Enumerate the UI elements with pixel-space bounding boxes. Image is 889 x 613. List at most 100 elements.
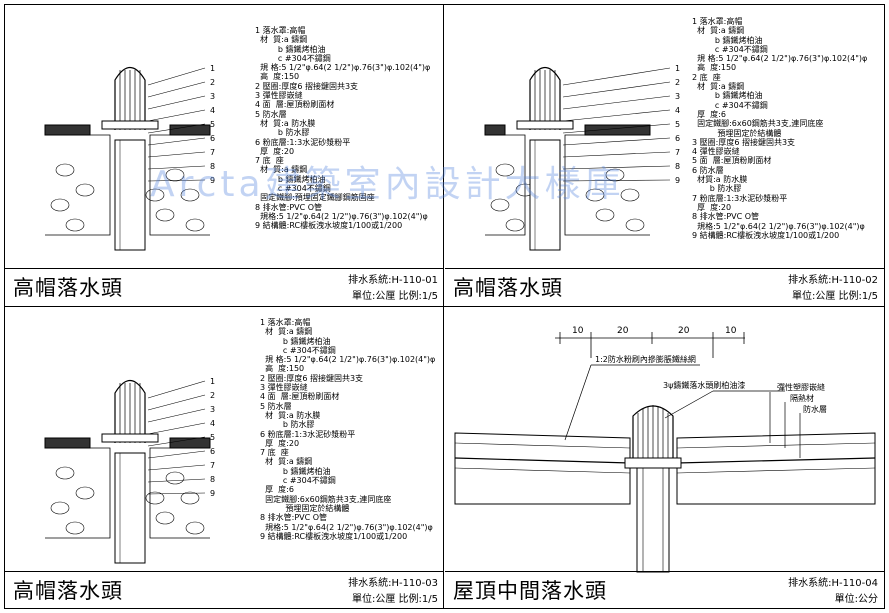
aggregate-stone xyxy=(50,198,70,212)
horizontal-divider xyxy=(4,306,885,307)
unit-scale: 單位:公分 xyxy=(834,594,878,605)
callout-number: 8 xyxy=(210,162,215,171)
note-line: 3 壓圈:厚度6 摺接鍵固共3支 xyxy=(692,137,796,147)
callout-leader xyxy=(147,422,206,435)
note-line: 4 面 層:屋頂粉刷面材 xyxy=(260,392,340,402)
title-block: 高帽落水頭 排水系統:H-110-02 單位:公厘 比例:1/5 xyxy=(445,268,884,305)
drain-flange xyxy=(101,120,159,130)
unit-scale: 單位:公厘 比例:1/5 xyxy=(351,291,438,302)
structure-slab xyxy=(45,134,111,236)
callout-number: 2 xyxy=(675,78,680,87)
drain-flange xyxy=(516,120,574,130)
callout-number: 5 xyxy=(210,433,215,442)
callout-number: 2 xyxy=(210,391,215,400)
drawing-code: 排水系統:H-110-02 xyxy=(788,275,878,286)
note-line: c #304不鏽鋼 xyxy=(255,53,331,63)
structure-slab xyxy=(149,134,210,236)
callout-leader xyxy=(147,380,206,399)
title-block: 屋頂中間落水頭 排水系統:H-110-04 單位:公分 xyxy=(445,571,884,608)
callout-leader xyxy=(147,151,206,158)
dim-label: 20 xyxy=(678,326,690,336)
note-line: 規 格:5 1/2"φ.64(2 1/2")φ.76(3")φ.102(4")φ xyxy=(255,63,431,73)
note-line: 材 質:a 鑄鋼 xyxy=(255,165,308,175)
callout-leader xyxy=(147,408,206,423)
callout-leader xyxy=(147,394,206,411)
note-line: b 防水膠 xyxy=(692,184,742,194)
note-line: 5 防水層 xyxy=(255,109,287,119)
note-line: 材質:a 防水膜 xyxy=(692,175,748,185)
note-line: c #304不鏽鋼 xyxy=(692,100,768,110)
aggregate-stone xyxy=(180,188,200,202)
callout-leader xyxy=(147,436,206,447)
note-line: b 鑄鐵烤柏油 xyxy=(692,35,763,45)
note-line: 預埋固定於結構體 xyxy=(692,128,782,138)
title-block: 高帽落水頭 排水系統:H-110-03 單位:公厘 比例:1/5 xyxy=(5,571,444,608)
notes-list: 1 落水罩:高帽 材 質:a 鑄鋼 b 鑄鐵烤柏油 c #304不鏽鋼 規 格:… xyxy=(692,17,867,240)
note-line: 厚 度:20 xyxy=(260,438,300,448)
callout-number: 7 xyxy=(675,148,680,157)
note-line: 7 粉底層:1:3水泥砂漿粉平 xyxy=(692,193,788,203)
aggregate-stone xyxy=(625,218,645,232)
drawing-title: 高帽落水頭 xyxy=(13,276,123,300)
callout-number: 3 xyxy=(675,92,680,101)
callout-leader xyxy=(562,109,671,122)
aggregate-stone xyxy=(185,521,205,535)
note-line: 3 彈性膠嵌縫 xyxy=(260,383,308,393)
aggregate-stone xyxy=(505,218,525,232)
note-line: 固定鐵腳:6x60鋼筋共3支,連同底座 xyxy=(260,494,392,504)
note-line: 材 質:a 防水膜 xyxy=(260,410,321,420)
note-line: 2 壓圈:厚度6 摺接鍵固共3支 xyxy=(260,373,364,383)
callout-leader xyxy=(147,137,206,146)
drain-pipe xyxy=(114,139,146,251)
callout-number: 6 xyxy=(675,134,680,143)
note-line: 8 排水管:PVC O管 xyxy=(255,202,323,212)
callout-number: 6 xyxy=(210,134,215,143)
structure-slab xyxy=(564,134,650,236)
callout-number: 1 xyxy=(675,64,680,73)
note-line: 高 度:150 xyxy=(260,364,305,374)
aggregate-stone xyxy=(185,218,205,232)
callout-number: 5 xyxy=(210,120,215,129)
note-line: 固定鐵腳:預埋固定鐵腳鋼筋固座 xyxy=(255,193,375,203)
callout-leader xyxy=(562,179,671,182)
callout-leader xyxy=(147,67,206,86)
drawing-title: 屋頂中間落水頭 xyxy=(453,579,607,603)
aggregate-stone xyxy=(595,208,615,222)
callout-number: 8 xyxy=(210,475,215,484)
leader-lines xyxy=(564,364,801,458)
callout-leader xyxy=(147,123,206,134)
note-line: b 防水膠 xyxy=(255,128,310,138)
note-line: b 鑄鐵烤柏油 xyxy=(260,336,331,346)
callout-leader xyxy=(562,67,671,86)
aggregate-stone xyxy=(495,163,515,177)
note-line: 2 底 座 xyxy=(692,72,721,82)
dimension-ticks xyxy=(559,332,745,358)
drain-flange xyxy=(101,433,159,443)
aggregate-stone xyxy=(605,168,625,182)
callout-number: 9 xyxy=(210,489,215,498)
roof-slab xyxy=(454,432,876,505)
drain-head xyxy=(624,405,682,573)
callout-leader xyxy=(147,478,206,483)
aggregate-stone xyxy=(65,521,85,535)
drawing-title: 高帽落水頭 xyxy=(453,276,563,300)
drain-pipe xyxy=(529,139,561,251)
aggregate-stone xyxy=(165,471,185,485)
note-line: b 鑄鐵烤柏油 xyxy=(692,91,763,101)
note-line: 9 結構體:RC樓板洩水坡度1/100或1/200 xyxy=(260,531,408,541)
note-line: 固定鐵腳:6x60鋼筋共3支,連同底座 xyxy=(692,119,824,129)
note-line: 材 質:a 鑄鋼 xyxy=(260,327,313,337)
note-line: c #304不鏽鋼 xyxy=(692,44,768,54)
note-line: 9 結構體:RC樓板洩水坡度1/100或1/200 xyxy=(255,221,403,231)
note-line: 3 彈性膠嵌縫 xyxy=(255,91,303,101)
callout-leader xyxy=(147,109,206,122)
note-line: 1 落水罩:高帽 xyxy=(260,318,311,327)
note-line: 規 格:5 1/2"φ.64(2 1/2")φ.76(3")φ.102(4")φ xyxy=(692,54,868,64)
callout-leader xyxy=(147,179,206,182)
aggregate-stone xyxy=(75,486,95,500)
note-line: b 鑄鐵烤柏油 xyxy=(255,174,326,184)
callout-number: 8 xyxy=(675,162,680,171)
